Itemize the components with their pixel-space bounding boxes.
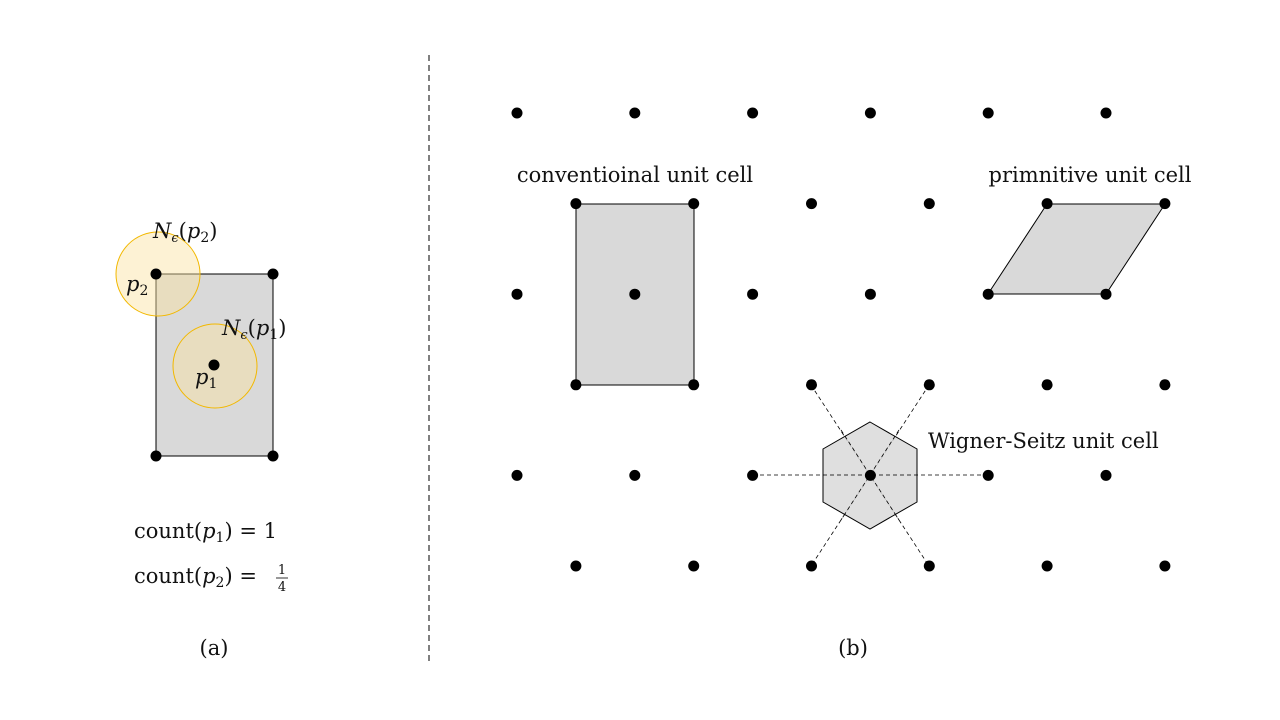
lattice-point — [688, 198, 700, 210]
lattice-point — [629, 107, 641, 119]
lattice-point — [982, 107, 994, 119]
lattice-point — [806, 379, 817, 391]
lattice-point — [982, 469, 994, 481]
caption-b: (b) — [838, 636, 868, 660]
lattice-point — [1041, 198, 1053, 210]
lattice-point — [150, 268, 162, 280]
lattice-point — [864, 469, 876, 481]
lattice-point — [570, 198, 582, 210]
dashed-neighbor-line — [840, 429, 900, 521]
lattice-point — [1159, 198, 1171, 210]
lattice-point — [1159, 379, 1171, 391]
lattice-point — [923, 198, 935, 210]
lattice-point — [150, 450, 162, 462]
primitive-unit-cell — [987, 203, 1166, 295]
label-primitive-unit-cell: primnitive unit cell — [989, 163, 1192, 187]
fraction-numerator: 1 — [278, 563, 286, 578]
lattice-point — [267, 450, 279, 462]
lattice-point — [747, 469, 759, 481]
lattice-point — [806, 560, 817, 572]
lattice-point — [1100, 469, 1112, 481]
lattice-point — [923, 560, 935, 572]
dashed-neighbor-line — [840, 429, 900, 521]
label-p2: p2 — [126, 272, 148, 299]
count-p1-equation: count(p1) = 1 — [134, 519, 277, 546]
count-p2-equation: count(p2) = — [134, 564, 257, 591]
panel-a: p2 p1 Nϵ(p2) Nϵ(p1) count(p1) = 1 count(… — [115, 219, 288, 660]
lattice-point — [747, 107, 759, 119]
lattice-point — [570, 379, 582, 391]
lattice-points — [511, 107, 1171, 572]
lattice-point — [511, 288, 523, 300]
label-conventional-unit-cell: conventioinal unit cell — [517, 163, 753, 187]
lattice-point — [1100, 107, 1112, 119]
caption-a: (a) — [200, 636, 229, 660]
lattice-point — [923, 379, 935, 391]
panel-b: conventioinal unit cell primnitive unit … — [511, 107, 1192, 660]
lattice-point — [267, 268, 279, 280]
lattice-point — [1041, 560, 1053, 572]
label-wigner-seitz-unit-cell: Wigner-Seitz unit cell — [928, 429, 1159, 453]
lattice-point — [511, 107, 523, 119]
lattice-point — [1100, 288, 1112, 300]
label-neighborhood-p1: Nϵ(p1) — [221, 316, 286, 343]
lattice-point — [806, 198, 817, 210]
lattice-point — [629, 469, 641, 481]
lattice-point — [570, 560, 582, 572]
lattice-point — [864, 288, 876, 300]
lattice-point — [688, 379, 700, 391]
lattice-point — [747, 288, 759, 300]
lattice-point — [864, 107, 876, 119]
wigner-seitz-lines-overlay — [823, 429, 917, 521]
point-p1 — [208, 359, 220, 371]
fraction-denominator: 4 — [278, 580, 286, 595]
label-neighborhood-p2: Nϵ(p2) — [152, 219, 217, 246]
lattice-point — [1159, 560, 1171, 572]
lattice-point — [511, 469, 523, 481]
label-p1: p1 — [195, 365, 217, 392]
lattice-point — [688, 560, 700, 572]
lattice-point — [629, 288, 641, 300]
lattice-point — [982, 288, 994, 300]
lattice-point — [1041, 379, 1053, 391]
